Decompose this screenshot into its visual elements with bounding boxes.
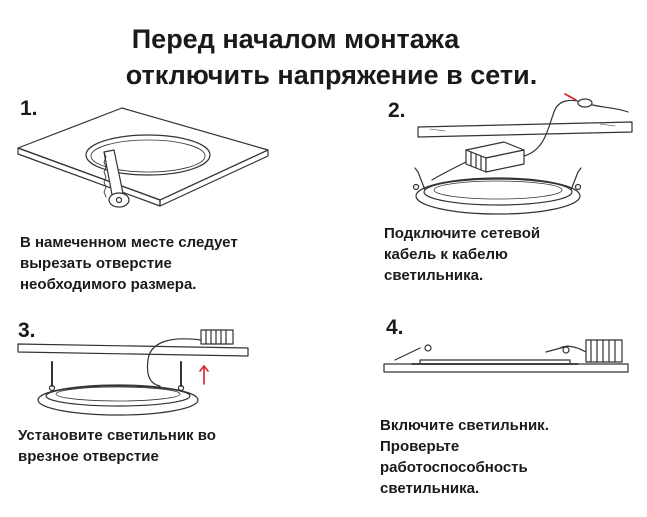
ceiling-panel [17,107,269,201]
step-1-number: 1. [20,97,38,120]
step-4-caption-line: работоспособность [380,459,528,476]
luminaire [411,359,579,365]
ceiling-strip [17,343,249,357]
step-3-insert-illustration [17,329,249,416]
step-1-ceiling-illustration [17,107,269,208]
ceiling-panel-edge [159,149,269,207]
step-4-caption-line: Включите светильник. [380,417,549,434]
step-4-number: 4. [386,316,404,339]
spring-clip-icon [570,167,582,191]
step-2-number: 2. [388,99,406,122]
spring-clip-icon [48,361,56,392]
luminaire [415,177,581,215]
spring-clip-icon [177,361,185,392]
step-3-caption-line: Установите светильник во [18,427,216,444]
cutout-hole [85,134,211,176]
step-2-caption-line: кабель к кабелю [384,246,508,263]
cutout-hole-inner [90,139,206,173]
mains-cable [523,99,586,157]
step-1-caption-line: вырезать отверстие [20,255,172,272]
ceiling-panel-edge [17,147,161,207]
page-title-line-1: Перед началом монтажа [131,24,460,54]
step-3-caption-line: врезное отверстие [18,448,159,465]
driver-lead [146,338,202,387]
spring-clip-icon [394,344,432,361]
saw-icon [103,149,130,208]
step-3-caption: Установите светильник во врезное отверст… [18,425,216,467]
luminaire [37,384,199,416]
ceiling-strip [383,363,629,373]
step-4-caption-line: Проверьте [380,438,460,455]
step-2-connection-illustration [412,93,633,215]
cable-connector-icon [577,98,593,108]
step-1-caption-line: необходимого размера. [20,276,197,293]
step-2-caption-line: Подключите сетевой [384,225,541,242]
spring-clip-icon [545,345,570,354]
driver-box-icon [200,329,234,345]
step-2-caption: Подключите сетевой кабель к кабелю свети… [384,223,540,286]
step-4-installed-illustration [383,339,629,373]
step-4-caption-line: светильника. [380,480,480,497]
page-title-line-2: отключить напряжение в сети. [125,60,538,90]
ceiling-strip [417,121,633,138]
step-1-caption-line: В намеченном месте следует [20,234,238,251]
step-3-number: 3. [18,319,36,342]
driver-box-icon [465,141,525,173]
spring-clip-icon [412,167,426,191]
driver-box-icon [585,339,623,363]
step-1-caption: В намеченном месте следует вырезать отве… [20,232,238,295]
driver-lead [559,345,587,353]
step-2-caption-line: светильника. [384,267,484,284]
step-4-caption: Включите светильник. Проверьте работоспо… [380,415,549,499]
wire-tip-mark [564,93,577,101]
driver-lead [431,161,467,181]
up-arrow-icon [199,365,209,385]
